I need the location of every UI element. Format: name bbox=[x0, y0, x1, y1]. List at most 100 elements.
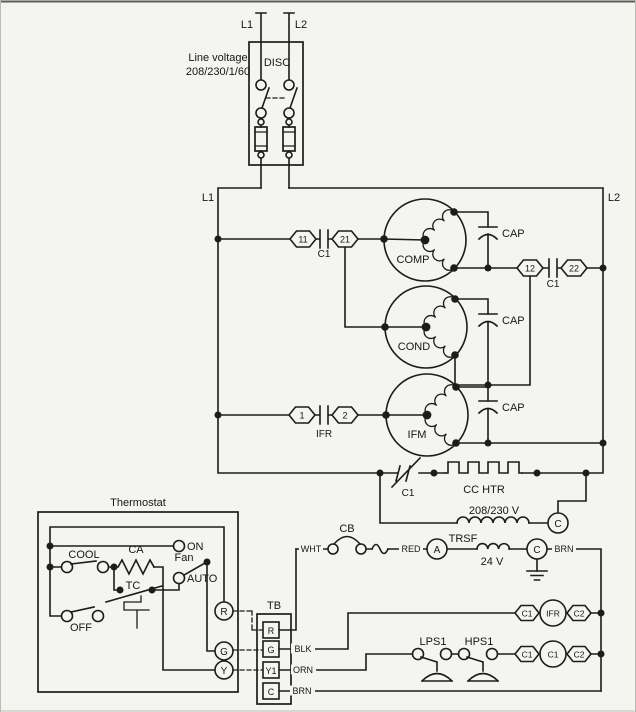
terminal-y-label: Y bbox=[221, 666, 228, 677]
disc-switch-terminal bbox=[283, 107, 295, 119]
on-label: ON bbox=[187, 541, 204, 553]
c1-contact-bars bbox=[319, 229, 329, 249]
contact-label-12: 12 bbox=[525, 264, 535, 274]
red-wire-label: RED bbox=[401, 544, 421, 554]
transformer-section: 208/230 V C WHT CB RED A TRSF 24 V C BRN bbox=[295, 472, 602, 692]
brn-wire-label: BRN bbox=[554, 544, 573, 554]
cool-switch-terminal bbox=[60, 560, 74, 574]
ifr-c1-terminal bbox=[513, 604, 541, 622]
tb-title: TB bbox=[267, 600, 281, 612]
trsf-label: TRSF bbox=[449, 533, 478, 545]
terminal-board-section: TB R G Y1 C bbox=[256, 600, 292, 705]
disc-switch-terminal bbox=[283, 79, 295, 91]
c1-contact-label: C1 bbox=[318, 249, 331, 260]
capacitor-plate-curved bbox=[477, 233, 499, 241]
secondary-voltage-label: 24 V bbox=[481, 556, 504, 568]
l1-rail-label: L1 bbox=[202, 192, 214, 204]
contact-label-11: 11 bbox=[298, 235, 307, 245]
cool-switch-terminal bbox=[96, 560, 110, 574]
lps1-label: LPS1 bbox=[420, 636, 447, 648]
ifr-c2-terminal bbox=[565, 604, 593, 622]
thermostat-terminal-g bbox=[214, 641, 234, 661]
cap-label: CAP bbox=[502, 228, 525, 240]
off-switch-blade bbox=[70, 606, 95, 613]
fuse-clip bbox=[285, 151, 293, 159]
terminal-c-primary-label: C bbox=[554, 519, 561, 530]
fuse bbox=[254, 126, 268, 152]
contact-terminal-11 bbox=[288, 230, 318, 248]
c1-coil-label: C1 bbox=[548, 650, 559, 660]
tb-y1-label: Y1 bbox=[265, 666, 276, 676]
line-voltage-label-2: 208/230/1/60 bbox=[186, 66, 250, 78]
terminal-a-label: A bbox=[434, 545, 441, 556]
ca-label: CA bbox=[128, 544, 144, 556]
cool-label: COOL bbox=[68, 549, 99, 561]
ifm-label: IFM bbox=[408, 429, 427, 441]
l1-top-label: L1 bbox=[241, 19, 253, 31]
ifr-contact-bars bbox=[319, 405, 329, 425]
l2-rail-label: L2 bbox=[608, 192, 620, 204]
capacitor-plate-curved bbox=[477, 407, 499, 415]
capacitor-plate-curved bbox=[477, 320, 499, 328]
fusible-link bbox=[370, 543, 390, 555]
wht-wire-label: WHT bbox=[301, 544, 322, 554]
fan-auto-terminal bbox=[172, 571, 186, 585]
terminal-c-primary bbox=[547, 512, 569, 534]
junction-dots bbox=[46, 208, 607, 658]
contact-label-1: 1 bbox=[299, 411, 304, 421]
primary-voltage-label: 208/230 V bbox=[469, 505, 520, 517]
lps1-pressure-element bbox=[420, 672, 454, 683]
c1-c1-terminal bbox=[513, 645, 541, 663]
c1-aux-label: C1 bbox=[402, 488, 415, 499]
hps1-label: HPS1 bbox=[465, 636, 494, 648]
fan-on-terminal bbox=[172, 539, 186, 553]
c1-c2-terminal bbox=[565, 645, 593, 663]
thermostat-section: Thermostat ON COOL CA TC AUTO Fan OFF R … bbox=[37, 497, 264, 693]
auto-label: AUTO bbox=[187, 573, 218, 585]
contact-label-22: 22 bbox=[569, 264, 579, 274]
control-circuit-section: BLK ORN BRN LPS1 HPS1 C1 IFR C2 C1 C1 C2 bbox=[278, 548, 602, 696]
c1-c1-label: C1 bbox=[522, 650, 533, 660]
comp-label: COMP bbox=[397, 254, 430, 266]
cond-label: COND bbox=[398, 341, 430, 353]
cb-terminal bbox=[355, 543, 367, 555]
cb-label: CB bbox=[339, 523, 354, 535]
thermostat-title: Thermostat bbox=[110, 497, 166, 509]
label-patch bbox=[552, 543, 576, 554]
off-switch-terminal bbox=[91, 609, 105, 623]
cb-terminal bbox=[327, 543, 339, 555]
ifr-c1-label: C1 bbox=[522, 609, 533, 619]
motor-winding bbox=[422, 209, 456, 241]
circuit-breaker-arc bbox=[332, 535, 362, 546]
c1-c2-label: C2 bbox=[574, 650, 585, 660]
c1-contact-label: C1 bbox=[547, 279, 560, 290]
tb-g-label: G bbox=[267, 645, 274, 655]
contact-terminal-2 bbox=[330, 406, 360, 424]
motor-winding bbox=[424, 414, 458, 446]
fuse-clip bbox=[257, 118, 265, 126]
c1-aux-switch bbox=[390, 456, 422, 489]
l2-top-label: L2 bbox=[295, 19, 307, 31]
ca-anticipator-resistor bbox=[116, 558, 156, 576]
cap-label: CAP bbox=[502, 315, 525, 327]
cc-htr-label: CC HTR bbox=[463, 484, 505, 496]
brn-common-wire-label: BRN bbox=[292, 686, 311, 696]
thermostat-enclosure bbox=[37, 511, 239, 693]
ground-symbol bbox=[526, 570, 548, 581]
c1-contact-bars bbox=[548, 258, 558, 278]
tb-c-label: C bbox=[268, 687, 275, 697]
tc-bimetal-element bbox=[123, 595, 150, 629]
motor-winding bbox=[422, 239, 456, 271]
line-voltage-section: L1 L2 11 21 C1 COMP CAP 12 22 C1 COND CA… bbox=[202, 187, 620, 499]
contact-label-2: 2 bbox=[342, 411, 347, 421]
contact-label-21: 21 bbox=[340, 235, 350, 245]
terminal-c-secondary bbox=[526, 538, 548, 560]
disc-enclosure bbox=[248, 41, 304, 166]
fan-switch-blade bbox=[182, 561, 207, 577]
fuse-caps bbox=[254, 131, 296, 147]
label-patch bbox=[291, 664, 316, 675]
contact-terminal-22 bbox=[559, 259, 589, 277]
